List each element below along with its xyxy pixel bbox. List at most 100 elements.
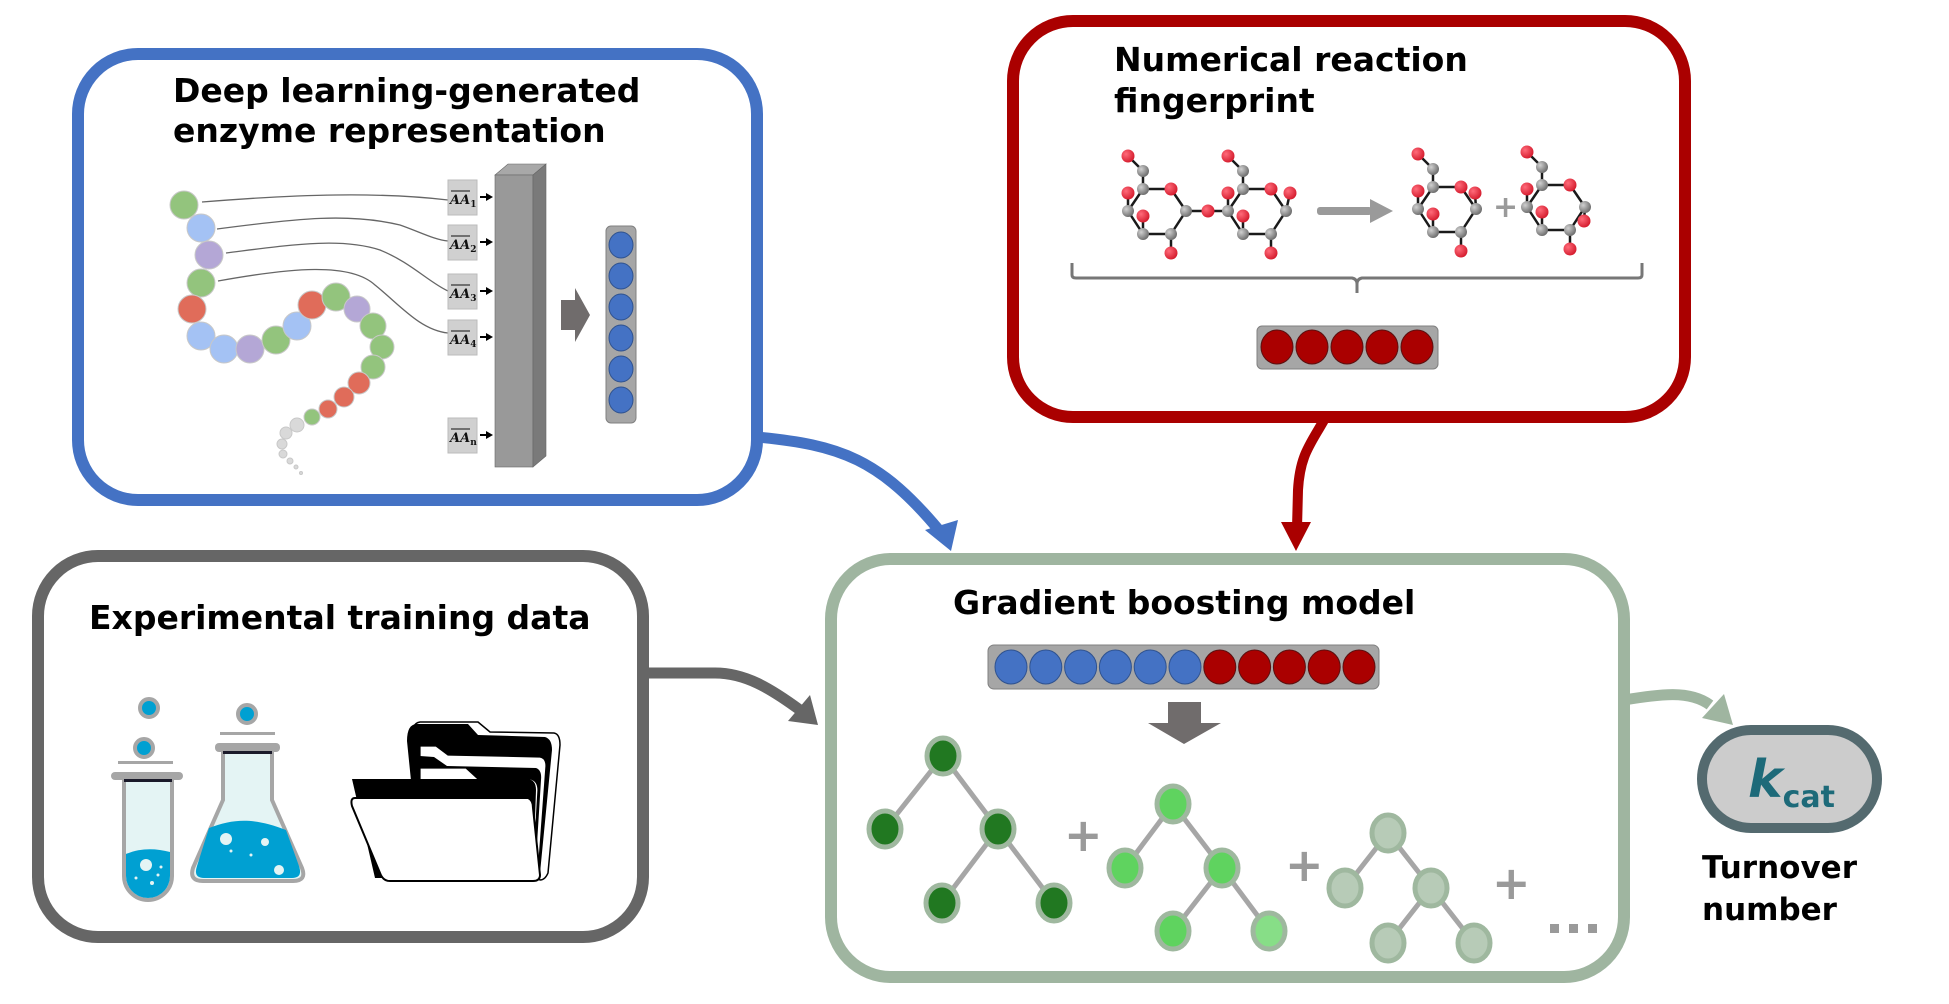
oxygen-atom — [1201, 204, 1215, 218]
fingerprint-entry — [1400, 329, 1434, 365]
model-input-arrow — [1148, 702, 1221, 744]
reaction-to-model-arrow — [1292, 417, 1329, 529]
carbon-atom — [1536, 161, 1548, 173]
kcat-k: k — [1748, 750, 1786, 810]
token-box — [447, 319, 478, 356]
residue-bead-green — [303, 408, 321, 426]
embedding-links — [201, 194, 449, 334]
oxygen-atom — [1236, 209, 1250, 223]
training-panel-title: Experimental training data — [89, 598, 591, 637]
token-box — [447, 224, 478, 261]
enzyme-vector-entry — [608, 386, 634, 414]
residue-bead-red — [318, 399, 338, 419]
residue-bead-purple — [194, 240, 224, 270]
oxygen-atom — [1164, 246, 1178, 260]
carbon-atom — [1455, 226, 1467, 238]
tree-root-node — [1369, 812, 1407, 854]
connectors — [643, 417, 1733, 725]
tree-plus-sign-3: + — [1492, 856, 1531, 910]
token-input-arrowhead — [486, 193, 493, 201]
monosaccharide-product-1 — [1411, 147, 1482, 258]
residue-bead-green — [169, 190, 199, 220]
tree-node — [1154, 910, 1192, 952]
carbon-atom — [1137, 183, 1149, 195]
amino-acid-token: AAn — [447, 417, 493, 454]
kcat-subscript: cat — [1783, 780, 1835, 815]
oxygen-atom — [1221, 149, 1235, 163]
decision-tree-ensemble — [866, 735, 1493, 964]
tree-node — [923, 882, 961, 924]
residue-bead-purple — [343, 295, 371, 323]
carbon-atom — [1137, 228, 1149, 240]
residue-bead-green — [186, 268, 216, 298]
token-label: AA2 — [448, 238, 476, 255]
kcat-pill — [1697, 725, 1882, 833]
embedding-link-2 — [216, 217, 449, 242]
combined-feature-vector — [994, 649, 1376, 685]
tree-root-node — [924, 735, 962, 777]
decision-tree-3 — [1326, 812, 1493, 964]
output-arrowhead — [1702, 694, 1733, 725]
enzyme-panel-title-line2: enzyme representation — [173, 111, 606, 150]
oxygen-atom — [1520, 145, 1534, 159]
carbon-atom — [1579, 201, 1591, 213]
combined-enzyme-entry — [1168, 649, 1202, 685]
combined-enzyme-entry — [994, 649, 1028, 685]
tree-node — [1412, 867, 1450, 909]
carbon-atom — [1122, 205, 1134, 217]
oxygen-atom — [1164, 182, 1178, 196]
tree-node — [1326, 867, 1364, 909]
residue-bead-gray — [276, 438, 288, 450]
residue-bead-gray — [278, 449, 288, 459]
fingerprint-brace — [1070, 263, 1644, 293]
flask-icon — [190, 703, 306, 883]
carbon-atom — [1265, 228, 1277, 240]
carbon-atom — [1427, 181, 1439, 193]
training-arrowhead — [788, 695, 818, 725]
carbon-atom — [1470, 203, 1482, 215]
oxygen-atom — [1283, 186, 1297, 200]
training-to-model-arrow — [643, 667, 804, 715]
oxygen-atom — [1121, 186, 1135, 200]
enzyme-representation-panel: Deep learning-generated enzyme represent… — [72, 48, 763, 506]
residue-bead-purple — [235, 334, 265, 364]
residue-bead-gray — [279, 426, 293, 440]
carbon-atom — [1165, 228, 1177, 240]
carbon-atom — [1564, 224, 1576, 236]
reaction-arrow-head — [1370, 199, 1393, 223]
residue-bead-blue — [186, 213, 216, 243]
disaccharide-reactant — [1121, 149, 1297, 260]
residue-bead-red — [177, 294, 207, 324]
decision-tree-1 — [866, 735, 1073, 924]
dense-layer-front-face — [494, 174, 534, 468]
combined-reaction-entry — [1342, 649, 1376, 685]
token-box — [447, 179, 478, 216]
oxygen-atom — [1411, 184, 1425, 198]
residue-bead-red — [347, 371, 371, 395]
reaction-fingerprint-vector — [1260, 329, 1434, 365]
carbon-atom — [1237, 165, 1249, 177]
oxygen-atom — [1264, 182, 1278, 196]
tree-plus-sign-1: + — [1064, 808, 1103, 862]
combined-reaction-entry — [1272, 649, 1306, 685]
dense-layer — [494, 163, 547, 468]
enzyme-panel-title-line1: Deep learning-generated — [173, 71, 640, 110]
turnover-label-line1: Turnover — [1702, 850, 1858, 886]
combined-enzyme-entry — [1064, 649, 1098, 685]
carbon-atom — [1536, 224, 1548, 236]
kcat-symbol: kcat — [1748, 750, 1835, 815]
protein-residue-chain — [169, 190, 395, 475]
combined-reaction-entry — [1307, 649, 1341, 685]
reaction-panel-title-line2: fingerprint — [1114, 81, 1315, 120]
reaction-plus-sign: + — [1493, 190, 1518, 225]
token-input-arrowhead — [486, 287, 493, 295]
carbon-atom — [1137, 165, 1149, 177]
oxygen-atom — [1264, 246, 1278, 260]
dense-layer-side-face — [532, 163, 547, 468]
oxygen-atom — [1121, 149, 1135, 163]
carbon-atom — [1412, 203, 1424, 215]
oxygen-atom — [1221, 186, 1235, 200]
residue-bead-gray — [293, 464, 299, 470]
oxygen-atom — [1454, 244, 1468, 258]
